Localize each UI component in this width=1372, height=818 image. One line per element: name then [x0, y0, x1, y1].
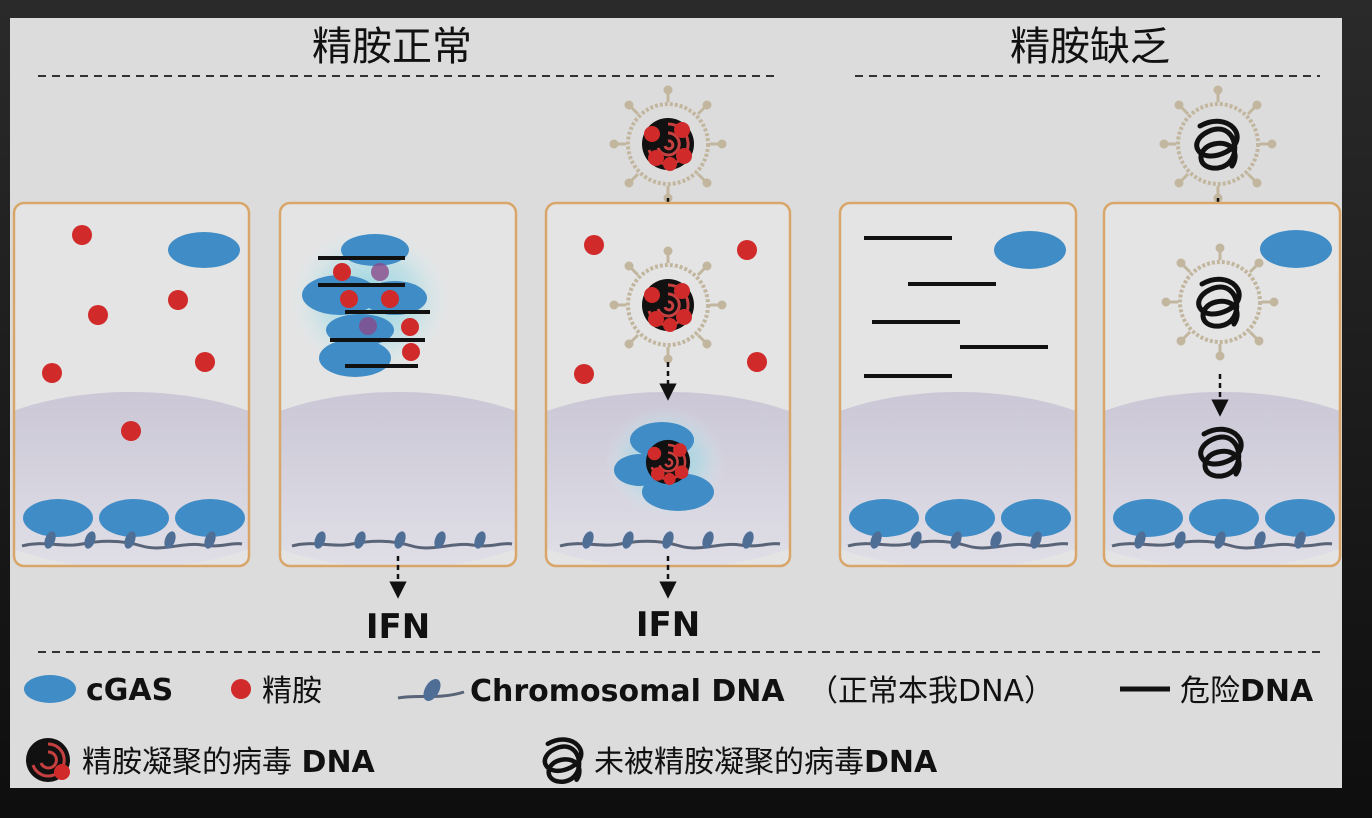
danger-dna-fragments: [864, 236, 1048, 378]
legend-danger-suffix: DNA: [1240, 674, 1314, 709]
legend-condensed-label: 精胺凝聚的病毒 DNA: [82, 745, 376, 780]
ifn-label-right: IFN: [636, 605, 700, 645]
panel-deficient-virus: [1102, 201, 1342, 568]
spermine-bound: [333, 263, 420, 361]
legend-condensed-swatch: [26, 738, 70, 782]
legend-self-dna-label: （正常本我DNA）: [808, 674, 1054, 709]
legend: cGAS 精胺 Chromosomal DNA （正常本我DNA） 危险DNA …: [24, 673, 1314, 784]
legend-chromosomal-label: Chromosomal DNA: [470, 674, 785, 709]
legend-cgas-label: cGAS: [86, 673, 173, 708]
ifn-label-left: IFN: [366, 607, 430, 647]
legend-spermine-label: 精胺: [262, 674, 322, 709]
legend-chromosomal-swatch: [397, 679, 465, 701]
spermine-dots: [574, 235, 767, 384]
legend-uncondensed-suffix: DNA: [864, 745, 938, 780]
legend-uncondensed-prefix: 未被精胺凝聚的病毒: [594, 745, 864, 780]
spermine-dots: [42, 225, 215, 441]
legend-cgas-swatch: [24, 675, 76, 703]
danger-dna-fragments: [318, 256, 430, 368]
legend-uncondensed-swatch: [542, 737, 584, 784]
title-spermine-normal: 精胺正常: [312, 24, 472, 70]
panel-deficient-danger-dna: [838, 201, 1078, 568]
panel-normal-danger-dna: [278, 201, 518, 568]
cgas-molecule: [168, 232, 240, 268]
title-spermine-deficient: 精胺缺乏: [1010, 24, 1170, 70]
legend-condensed-prefix: 精胺凝聚的病毒: [82, 745, 302, 780]
condensed-viral-dna-outside: [640, 116, 696, 173]
panel-normal-resting: [12, 201, 251, 568]
legend-spermine-swatch: [231, 679, 251, 699]
legend-condensed-suffix: DNA: [302, 745, 376, 780]
legend-uncondensed-label: 未被精胺凝聚的病毒DNA: [594, 745, 938, 780]
legend-danger-prefix: 危险: [1180, 674, 1240, 709]
cgas-on-chromatin: [23, 499, 245, 537]
legend-danger-label: 危险DNA: [1180, 674, 1314, 709]
panel-normal-virus: [544, 201, 792, 568]
